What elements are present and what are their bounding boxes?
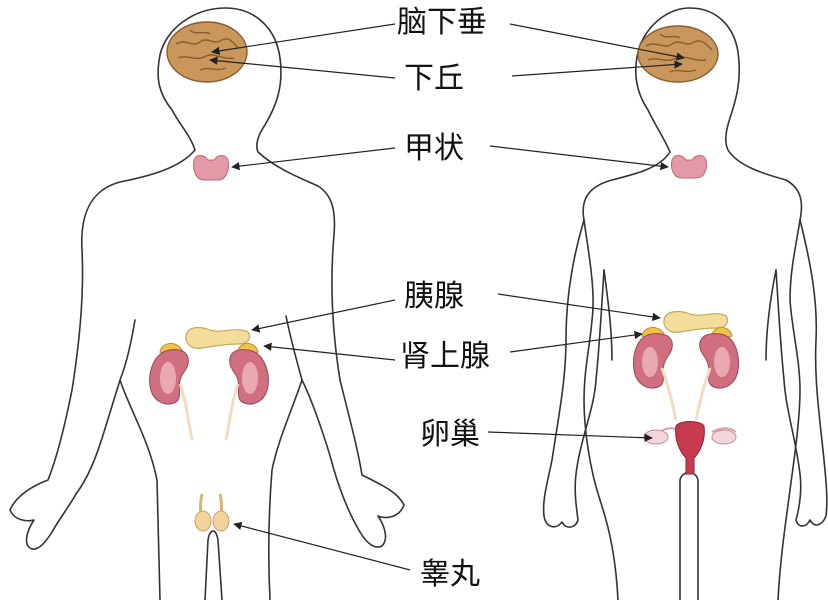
label-hypothalamus: 下丘 <box>404 62 464 96</box>
male-pancreas-icon <box>186 328 250 349</box>
label-ovary: 卵巢 <box>420 418 480 452</box>
male-thyroid-icon <box>193 156 228 181</box>
male-ureter-left <box>180 384 192 440</box>
male-inner-arm-right <box>286 316 302 380</box>
female-figure <box>544 8 827 600</box>
arrow-testis <box>234 524 410 570</box>
label-testis: 睾丸 <box>420 558 480 592</box>
arrow-adrenal-female <box>510 334 642 352</box>
label-thyroid: 甲状 <box>404 132 464 166</box>
arrow-adrenal-male <box>264 346 395 360</box>
female-thyroid-icon <box>671 156 706 179</box>
female-leg-gap <box>680 473 698 600</box>
arrow-pancreas-female <box>498 294 660 318</box>
female-body-outline <box>583 8 801 600</box>
male-figure <box>10 8 404 600</box>
arrow-thyroid-male <box>232 148 395 167</box>
label-pancreas: 胰腺 <box>404 280 464 314</box>
arrow-ovary <box>488 432 652 438</box>
female-inner-arm-left <box>604 270 612 360</box>
label-adrenal: 肾上腺 <box>400 340 490 374</box>
female-inner-arm-right <box>766 270 776 360</box>
male-ureter-right <box>226 384 238 440</box>
label-pituitary: 脑下垂 <box>397 6 487 40</box>
female-organs <box>634 26 739 474</box>
male-leg-gap <box>205 531 222 600</box>
male-organs <box>150 22 269 531</box>
female-arm-right <box>776 220 827 526</box>
male-body-outline <box>10 8 404 600</box>
female-ureter-right <box>696 368 710 420</box>
arrow-thyroid-female <box>490 146 668 167</box>
female-brain-icon <box>638 26 718 82</box>
female-ureter-left <box>662 368 676 420</box>
male-brain-icon <box>167 22 247 82</box>
male-testis-icon <box>195 494 229 531</box>
female-uterus-ovary-icon <box>644 422 736 475</box>
male-inner-arm-left <box>120 320 135 380</box>
arrow-pancreas-male <box>252 300 395 330</box>
